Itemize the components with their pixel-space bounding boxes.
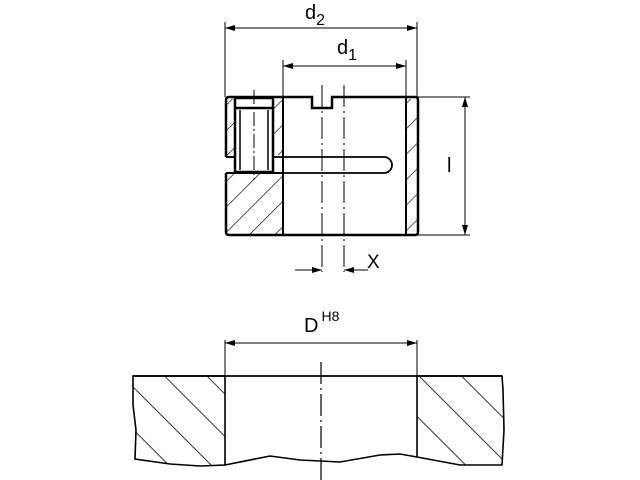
bushing-section — [224, 85, 420, 272]
housing-right — [416, 375, 505, 466]
housing-section — [132, 340, 505, 480]
l-label: l — [447, 155, 451, 177]
x-label: X — [367, 252, 380, 273]
hatch-left-lower — [225, 174, 283, 234]
slot — [273, 156, 393, 174]
dimensions-top — [224, 22, 470, 273]
hatch-left-upper-b — [273, 99, 283, 155]
housing-left — [132, 375, 226, 467]
hatch-left-upper-a — [225, 99, 235, 156]
hatch-right-wall — [407, 99, 417, 234]
d1-label: d1 — [337, 37, 357, 64]
bore-break-line — [224, 453, 418, 466]
body-outline — [224, 95, 420, 237]
d2-label: d2 — [305, 2, 325, 29]
